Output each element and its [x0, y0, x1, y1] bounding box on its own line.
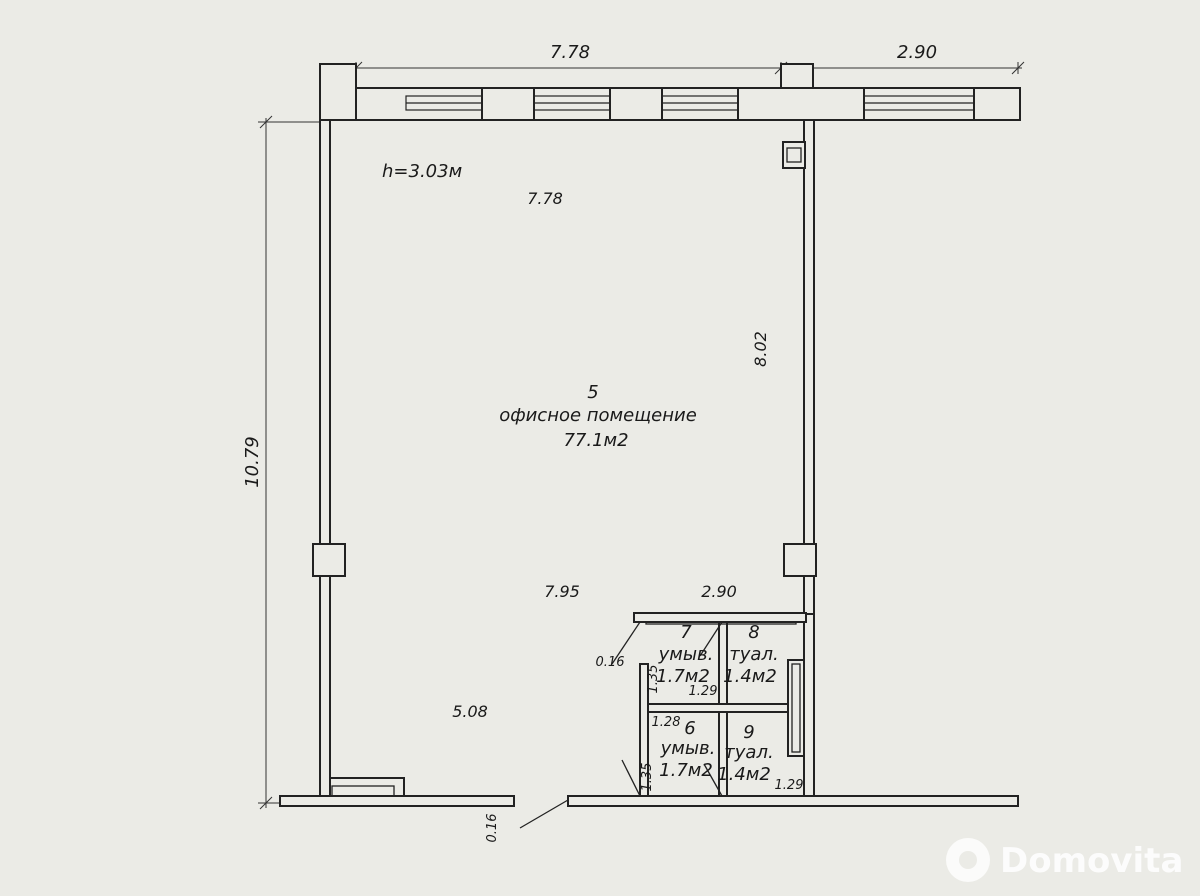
room-main-number: 5	[587, 382, 598, 403]
bottom-wall-right	[567, 795, 1019, 807]
door-room-7	[611, 621, 641, 665]
pier-2	[609, 87, 663, 121]
bathroom-block	[633, 612, 807, 797]
door-room-8	[699, 621, 723, 657]
pier-4	[973, 87, 1021, 121]
dim-wc-129-lower: 1.29	[775, 778, 804, 793]
room-9-number: 9	[743, 722, 754, 743]
right-wall-lower	[803, 613, 815, 804]
room-9-area: 1.4м2	[717, 764, 771, 785]
room-7-number: 7	[680, 622, 692, 643]
bottom-left-block	[329, 777, 405, 797]
vent-shaft	[782, 141, 806, 169]
pier-1	[481, 87, 535, 121]
dim-top-left: 7.78	[550, 42, 590, 63]
room-main-area: 77.1м2	[563, 430, 628, 451]
dim-lower-left: 5.08	[452, 702, 488, 721]
watermark: Domovita	[946, 838, 1183, 882]
room-8-area: 1.4м2	[723, 666, 777, 687]
left-wall	[319, 119, 331, 804]
room-6-name: умыв.	[660, 738, 716, 759]
ceiling-height: h=3.03м	[382, 161, 462, 182]
column-right	[783, 543, 817, 577]
dim-wc-135-lower: 1.35	[640, 763, 655, 792]
dim-top-right: 2.90	[897, 42, 937, 63]
room-7-name: умыв.	[658, 644, 714, 665]
vent-shaft-inner	[786, 147, 802, 163]
dim-notch-width: 2.90	[701, 582, 737, 601]
dim-inner-bottom: 7.95	[544, 582, 580, 601]
entrance-door	[519, 799, 569, 829]
door-room-9	[703, 763, 723, 797]
dim-wall-016: 0.16	[596, 655, 625, 670]
door-room-6	[621, 759, 641, 797]
top-dimension-line	[349, 61, 1025, 75]
room-6-area: 1.7м2	[659, 760, 713, 781]
dim-wc-135-upper: 1.35	[646, 665, 661, 694]
dim-inner-right: 8.02	[751, 331, 770, 367]
room-6-number: 6	[684, 718, 695, 739]
bottom-left-opening	[331, 785, 395, 797]
room-7-area: 1.7м2	[656, 666, 710, 687]
room-main-name: офисное помещение	[499, 405, 697, 426]
dim-bottom-016: 0.16	[485, 814, 500, 843]
bottom-wall-left	[279, 795, 515, 807]
dim-inner-top: 7.78	[527, 189, 563, 208]
dim-wc-129-upper: 1.29	[689, 684, 718, 699]
room-8-number: 8	[748, 622, 759, 643]
left-dimension-line	[258, 115, 320, 810]
pier-3	[737, 87, 865, 121]
column-left	[312, 543, 346, 577]
dim-wc-128: 1.28	[652, 715, 681, 730]
corner-block-left	[319, 63, 357, 121]
room-9-name: туал.	[724, 742, 773, 763]
right-wall	[803, 119, 815, 615]
dim-left-height: 10.79	[242, 436, 263, 488]
room-8-name: туал.	[729, 644, 778, 665]
watermark-text: Domovita	[1000, 841, 1183, 881]
